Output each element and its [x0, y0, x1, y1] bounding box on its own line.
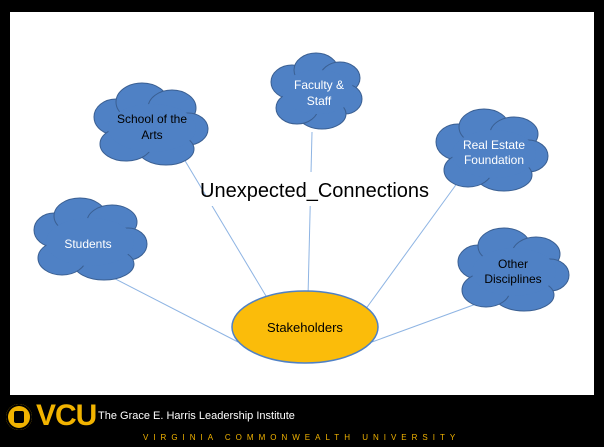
university-name: VIRGINIA COMMONWEALTH UNIVERSITY	[143, 433, 461, 442]
title-backdrop	[206, 172, 438, 206]
node-label-faculty-line-2: Staff	[307, 94, 332, 108]
center-node: Stakeholders	[231, 290, 379, 364]
edge-students	[95, 268, 239, 343]
institute-name: The Grace E. Harris Leadership Institute	[98, 410, 295, 422]
cloud-real-estate: Real Estate Foundation	[435, 108, 549, 192]
center-node-label: Stakeholders	[267, 320, 343, 335]
node-label-arts-line-1: School of the	[117, 112, 187, 126]
edge-real-estate	[364, 181, 459, 311]
node-label-other-line-2: Disciplines	[484, 272, 541, 286]
node-label-other-line-1: Other	[498, 257, 528, 271]
diagram-title: Unexpected_Connections	[200, 180, 429, 202]
node-label-real-estate-line-2: Foundation	[464, 153, 524, 167]
vcu-logo: VCU	[36, 399, 97, 432]
cloud-arts: School of the Arts	[93, 82, 209, 166]
footer-bar: VCU The Grace E. Harris Leadership Insti…	[0, 395, 604, 447]
edge-arts	[177, 148, 273, 307]
node-label-students: Students	[64, 237, 111, 251]
node-label-real-estate-line-1: Real Estate	[463, 138, 525, 152]
stakeholder-diagram: Faculty & Staff School of the Arts	[33, 52, 570, 364]
vcu-seal-icon	[6, 404, 32, 430]
node-label-arts-line-2: Arts	[141, 128, 162, 142]
cloud-faculty: Faculty & Staff	[270, 52, 363, 130]
cloud-students: Students	[33, 197, 148, 281]
slide-content: Faculty & Staff School of the Arts	[10, 12, 594, 395]
edge-faculty	[307, 131, 313, 298]
node-label-faculty-line-1: Faculty &	[294, 78, 344, 92]
cloud-other: Other Disciplines	[457, 227, 570, 312]
